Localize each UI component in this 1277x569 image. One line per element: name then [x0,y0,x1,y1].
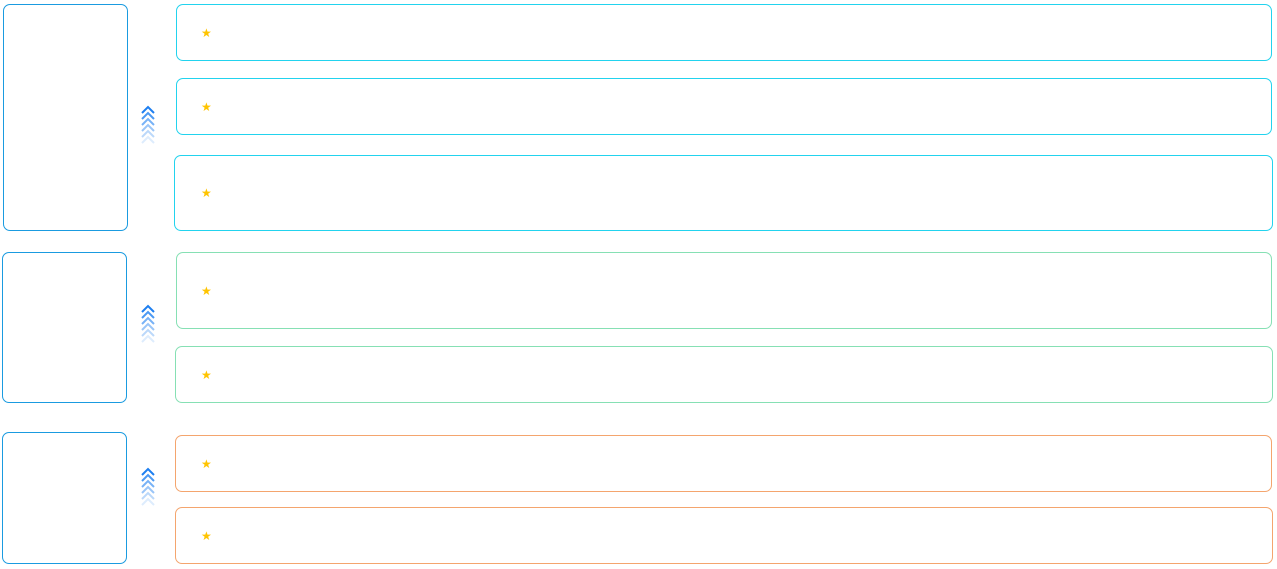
chevron-up-icon [141,105,155,144]
group-3-row: ★ [175,435,1272,492]
group-3-row: ★ [175,507,1273,564]
chevron-up-icon [141,304,155,343]
group-2-box [2,252,127,403]
group-2-row: ★ [176,252,1272,329]
star-icon: ★ [201,367,212,382]
group-1-row: ★ [176,4,1272,61]
star-icon: ★ [201,528,212,543]
group-1-box [3,4,128,231]
star-icon: ★ [201,99,212,114]
star-icon: ★ [201,456,212,471]
star-icon: ★ [201,186,212,200]
chevron-up-icon [141,467,155,506]
group-3-box [2,432,127,564]
group-2-row: ★ [175,346,1273,403]
star-icon: ★ [201,283,212,298]
star-icon: ★ [201,25,212,40]
group-1-row: ★ [174,155,1273,231]
group-1-row: ★ [176,78,1272,135]
